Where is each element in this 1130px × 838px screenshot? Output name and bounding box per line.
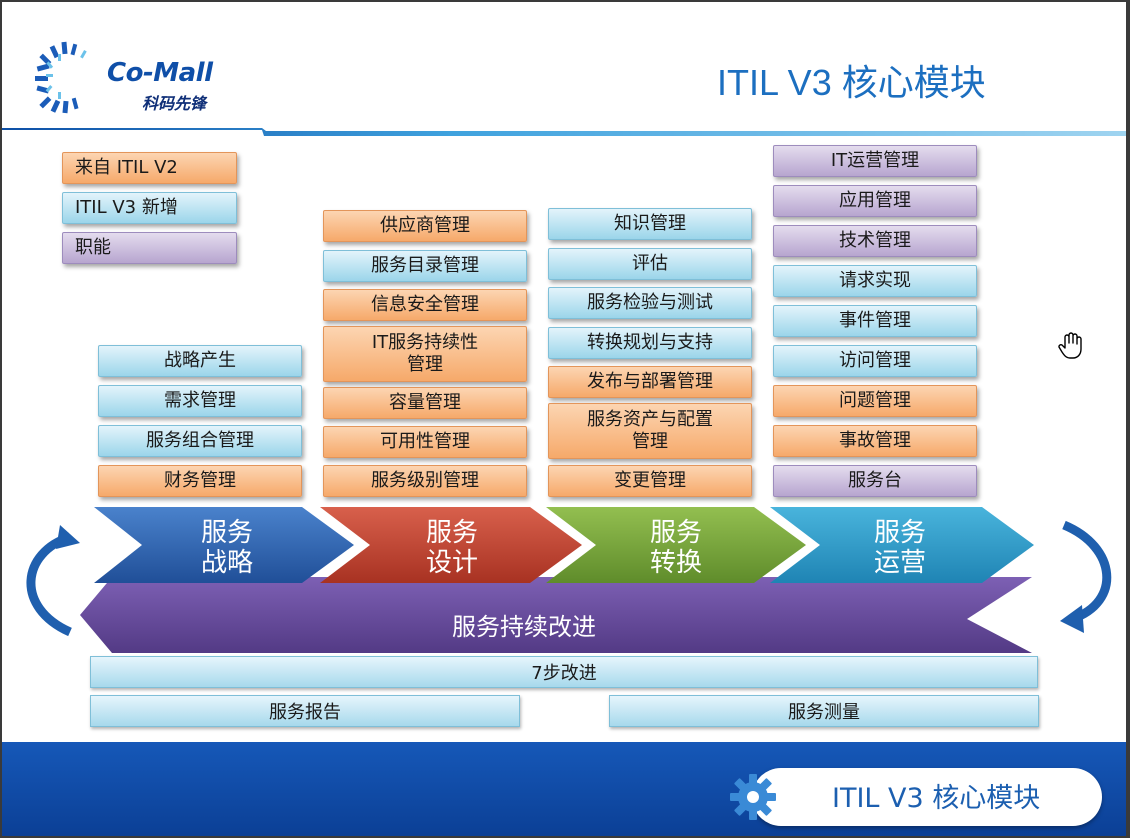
design-item: 容量管理 <box>323 387 527 419</box>
lifecycle-graphic <box>26 507 1112 653</box>
strategy-item: 战略产生 <box>98 345 302 377</box>
service-measurement-bar: 服务测量 <box>609 695 1039 727</box>
hand-cursor-icon <box>1058 332 1082 359</box>
header-divider <box>2 128 1126 136</box>
design-item: 服务目录管理 <box>323 250 527 282</box>
legend-function: 职能 <box>62 232 237 264</box>
design-item: IT服务持续性 管理 <box>323 326 527 382</box>
design-item: 可用性管理 <box>323 426 527 458</box>
csi-band <box>80 577 1032 653</box>
stage-transition-label: 服务 转换 <box>649 518 702 578</box>
operation-item: IT运营管理 <box>773 145 977 177</box>
strategy-item: 服务组合管理 <box>98 425 302 457</box>
strategy-item: 需求管理 <box>98 385 302 417</box>
chevron-transition <box>546 507 806 583</box>
chevron-strategy <box>94 507 354 583</box>
transition-item: 转换规划与支持 <box>548 327 752 359</box>
csi-label: 服务持续改进 <box>452 613 596 641</box>
operation-item: 应用管理 <box>773 185 977 217</box>
logo: Co-Mall 科码先锋 <box>32 40 232 120</box>
transition-item: 服务资产与配置 管理 <box>548 403 752 459</box>
operation-item: 访问管理 <box>773 345 977 377</box>
design-item: 服务级别管理 <box>323 465 527 497</box>
stage-operation-label: 服务 运营 <box>873 518 926 578</box>
strategy-item: 财务管理 <box>98 465 302 497</box>
transition-item: 变更管理 <box>548 465 752 497</box>
transition-item: 评估 <box>548 248 752 280</box>
gear-icon <box>730 774 776 820</box>
legend-itil-v3-new: ITIL V3 新增 <box>62 192 237 224</box>
logo-text-cn: 科码先锋 <box>142 94 207 113</box>
transition-item: 服务检验与测试 <box>548 287 752 319</box>
design-item: 供应商管理 <box>323 210 527 242</box>
design-item: 信息安全管理 <box>323 289 527 321</box>
chevron-operation <box>770 507 1034 583</box>
footer-label: ITIL V3 核心模块 <box>832 783 1041 814</box>
operation-item: 事件管理 <box>773 305 977 337</box>
footer-pill <box>752 768 1102 826</box>
service-report-bar: 服务报告 <box>90 695 520 727</box>
cycle-arrow-left-icon <box>26 532 72 637</box>
transition-item: 知识管理 <box>548 208 752 240</box>
legend-itil-v2: 来自 ITIL V2 <box>62 152 237 184</box>
logo-mark-icon <box>35 41 87 114</box>
operation-item: 请求实现 <box>773 265 977 297</box>
operation-item: 事故管理 <box>773 425 977 457</box>
chevron-design <box>320 507 582 583</box>
stage-strategy-label: 服务 战略 <box>200 518 253 578</box>
logo-text-en: Co-Mall <box>107 58 213 88</box>
cycle-arrow-right-icon <box>1062 520 1112 624</box>
operation-item: 服务台 <box>773 465 977 497</box>
operation-item: 问题管理 <box>773 385 977 417</box>
stage-design-label: 服务 设计 <box>425 518 478 578</box>
page-title: ITIL V3 核心模块 <box>717 62 986 103</box>
seven-step-improvement-bar: 7步改进 <box>90 656 1038 688</box>
transition-item: 发布与部署管理 <box>548 366 752 398</box>
operation-item: 技术管理 <box>773 225 977 257</box>
